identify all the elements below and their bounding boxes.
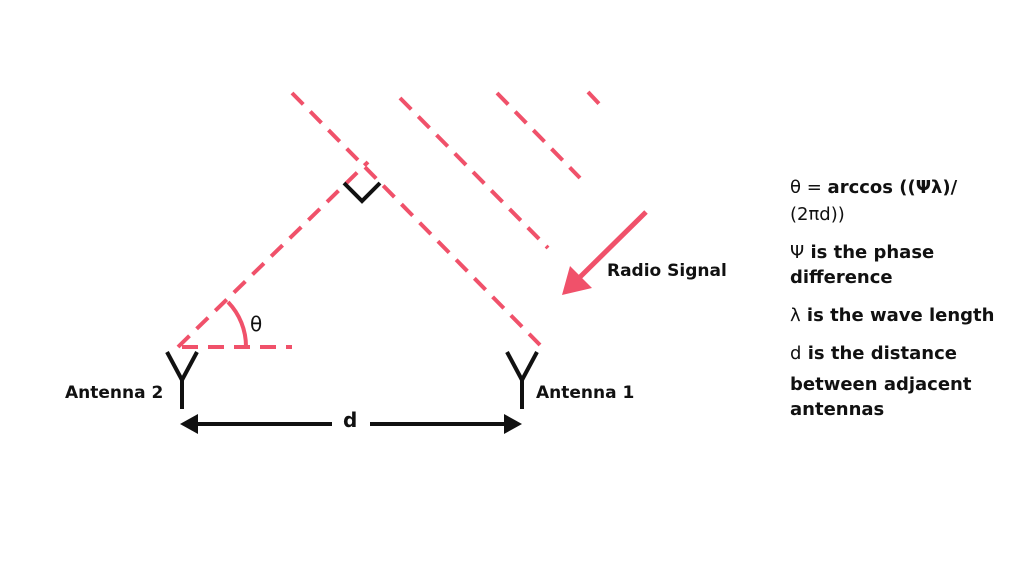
antenna-2-label: Antenna 2 — [65, 383, 164, 403]
legend-psi-line-2: difference — [790, 267, 893, 288]
distance-arrow — [180, 414, 522, 434]
radio-signal-label: Radio Signal — [607, 261, 727, 281]
wavefronts — [176, 90, 605, 349]
distance-label: d — [343, 408, 358, 432]
legend-lambda-line: λ is the wave length — [790, 305, 994, 326]
antenna-1-icon — [505, 351, 539, 409]
legend-d-line-3: antennas — [790, 399, 885, 420]
antenna-2-icon — [165, 351, 199, 409]
legend-psi-text: is the phase — [804, 242, 935, 263]
theta-arc — [226, 300, 249, 348]
legend-psi-symbol: Ψ — [790, 242, 805, 263]
legend-d-symbol: d — [790, 343, 802, 364]
legend-lambda-text: is the wave length — [800, 305, 995, 326]
theta-symbol: θ — [250, 312, 263, 336]
wavefront-line-2 — [398, 96, 550, 250]
wavefront-line-3 — [495, 91, 582, 180]
wavefront-line-1 — [290, 91, 542, 347]
antenna-1-label: Antenna 1 — [536, 383, 635, 403]
path-difference-line — [176, 160, 370, 349]
radio-signal-arrow — [562, 210, 648, 295]
legend-d-line: d is the distance — [790, 343, 957, 364]
legend-d-text: is the distance — [801, 343, 957, 364]
legend-d-line-2: between adjacent — [790, 374, 972, 395]
legend-psi-line: Ψ is the phase — [790, 242, 934, 263]
legend-formula: arccos ((Ψλ)/ — [827, 177, 958, 198]
wavefront-line-4 — [586, 90, 605, 110]
right-angle-marker — [342, 181, 382, 204]
legend-theta-eq: θ = — [790, 177, 828, 198]
legend-formula-line-1: θ = arccos ((Ψλ)/ — [790, 177, 957, 198]
legend-formula-line-2: (2πd)) — [790, 204, 845, 225]
legend-lambda-symbol: λ — [790, 305, 801, 326]
